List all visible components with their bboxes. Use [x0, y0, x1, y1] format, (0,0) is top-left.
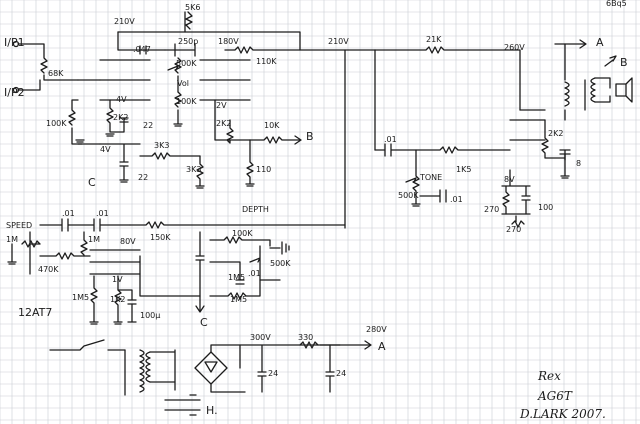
label-pot-500k-trem: 500K [270, 259, 291, 268]
label-c-24-b: 24 [336, 369, 346, 378]
label-v-210: 210V [114, 17, 135, 26]
label-input-1: I/P1 [4, 36, 25, 49]
label-r-1m-a: 1M [6, 235, 18, 244]
label-c-22-k: 22 [138, 173, 148, 182]
label-r-2k2-s1: 2K2 [113, 113, 128, 122]
label-v-2v: 2V [216, 101, 227, 110]
label-top-right: 6Bq5 [606, 0, 627, 8]
label-node-a-psu: A [378, 340, 386, 353]
signature-model: AG6T [537, 389, 573, 403]
label-r-1k5: 1K5 [456, 165, 471, 174]
label-c-01-c: .01 [248, 269, 261, 278]
label-c-250p: 250p [178, 37, 198, 46]
label-r-2k2-out: 2K2 [548, 129, 563, 138]
label-r-3k3-a: 3K3 [154, 141, 169, 150]
label-tone: TONE [419, 173, 442, 182]
label-r-100k-in: 100K [46, 119, 67, 128]
label-c-01-out: .01 [384, 135, 397, 144]
label-v-1v: 1V [112, 275, 123, 284]
circuit-wiring [7, 11, 633, 416]
label-c-01-a: .01 [62, 209, 75, 218]
component-labels: 6Bq5 I/P1 I/P2 68K 100K 4V 22 C 5K6 210V… [4, 0, 628, 421]
label-node-c-trem: C [200, 316, 208, 329]
label-v-4v-k: 4V [100, 145, 111, 154]
label-r-1m5-b: 1M5 [230, 295, 247, 304]
label-r-110k: 110K [256, 57, 277, 66]
label-v-8v: 8V [504, 175, 515, 184]
label-v-300: 300V [250, 333, 271, 342]
label-pot-500k-tone: 500K [398, 191, 419, 200]
label-vol: Vol [177, 79, 189, 88]
label-r-1m-b: 1M [88, 235, 100, 244]
label-node-c: C [88, 176, 96, 189]
label-node-b: B [306, 130, 314, 143]
label-c-01-tone: .01 [450, 195, 463, 204]
label-node-b-out: B [620, 56, 628, 69]
label-depth: DEPTH [242, 205, 269, 214]
label-v-210-rail: 210V [328, 37, 349, 46]
label-r-1k2: 1K2 [110, 295, 125, 304]
label-r-110: 110 [256, 165, 271, 174]
label-tube-12at7: 12AT7 [18, 306, 52, 319]
label-r-5k6: 5K6 [185, 3, 200, 12]
label-r-100k-trem: 100K [232, 229, 253, 238]
signature-name: Rex [537, 369, 561, 383]
label-c-8: 8 [576, 159, 581, 168]
label-speed: SPEED [6, 221, 32, 230]
label-r-470k: 470K [38, 265, 59, 274]
label-v-280: 280V [366, 325, 387, 334]
label-node-h: H. [206, 404, 218, 417]
label-pot-500k: 500K [176, 59, 197, 68]
label-r-1m5-trem: 1M5 [72, 293, 89, 302]
label-node-a-out: A [596, 36, 604, 49]
label-r-68k: 68K [48, 69, 64, 78]
label-v-260: 260V [504, 43, 525, 52]
label-r-270-a: 270 [484, 205, 499, 214]
label-c-01-b: .01 [96, 209, 109, 218]
label-r-10k: 10K [264, 121, 280, 130]
label-r-100k-s1: 100K [176, 97, 197, 106]
label-r-2k2-s2: 2K2 [216, 119, 231, 128]
label-v-80: 80V [120, 237, 136, 246]
label-v-180: 180V [218, 37, 239, 46]
label-r-330: 330 [298, 333, 313, 342]
label-r-21k: 21K [426, 35, 442, 44]
label-r-270-b: 270 [506, 225, 521, 234]
label-c-100: 100 [538, 203, 553, 212]
label-v-4v-s1: 4V [116, 95, 127, 104]
signature-author: D.LARK 2007. [519, 407, 606, 421]
label-input-2: I/P2 [4, 86, 25, 99]
label-r-150k: 150K [150, 233, 171, 242]
label-r-1m5-a: 1M5 [228, 273, 245, 282]
label-c-100u: 100µ [140, 311, 160, 320]
label-r-3k3-b: 3K3 [186, 165, 201, 174]
label-c-22-s1: 22 [143, 121, 153, 130]
label-c-24-a: 24 [268, 369, 278, 378]
label-c-047: .047 [133, 45, 151, 54]
